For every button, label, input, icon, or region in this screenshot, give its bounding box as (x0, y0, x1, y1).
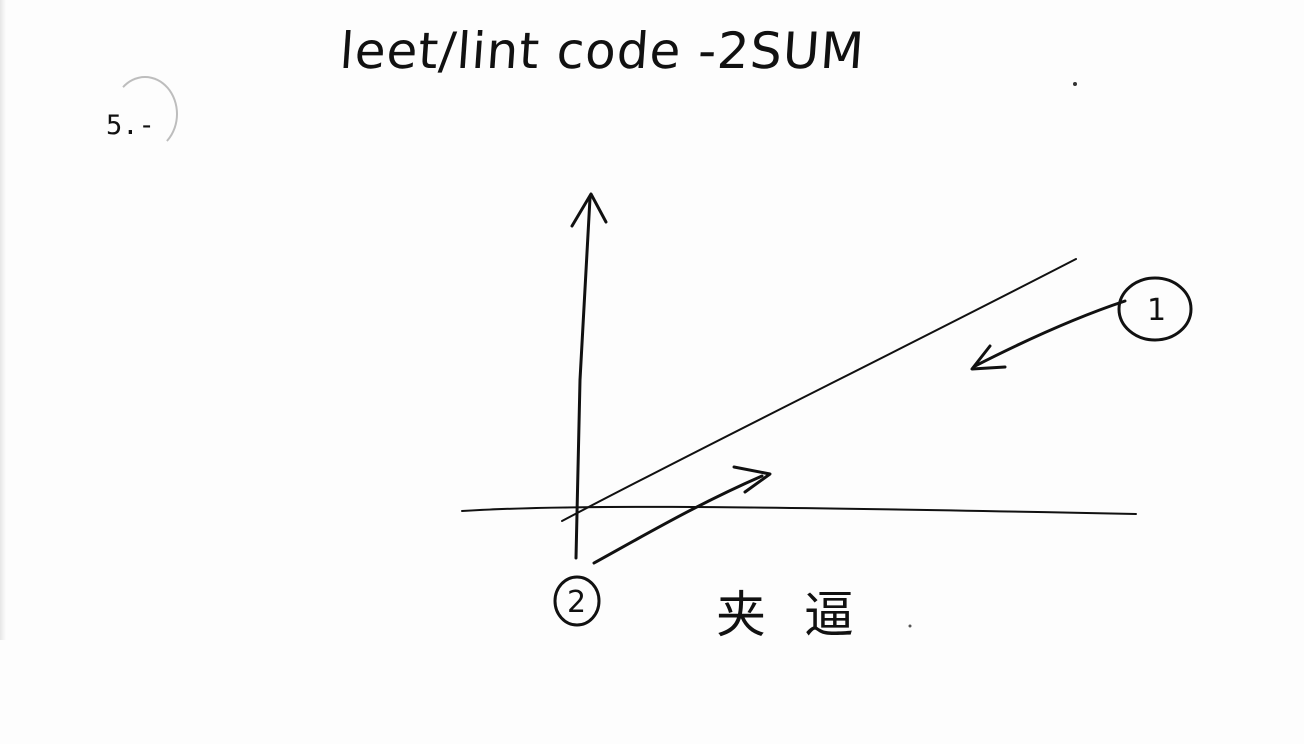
y-axis (574, 196, 592, 560)
paper-edge (0, 0, 6, 640)
stray-dot (1073, 82, 1077, 86)
diagonal-line (561, 258, 1077, 522)
left-pointer-arrowhead (732, 465, 772, 494)
left-pointer-arrow (592, 474, 764, 565)
right-pointer-arrowhead (970, 344, 1007, 371)
page-number: 5.- (106, 110, 155, 141)
corner-arc-mark (112, 76, 178, 152)
right-pointer-arrow (973, 299, 1127, 368)
label-2-circle (553, 575, 601, 627)
stray-dot (908, 624, 912, 628)
y-axis-arrowhead (570, 192, 608, 228)
label-1: 1 (1147, 293, 1166, 328)
label-2: 2 (567, 585, 586, 620)
label-1-circle (1117, 276, 1193, 342)
x-axis (461, 505, 1137, 515)
caption: 夹逼 (716, 586, 892, 644)
